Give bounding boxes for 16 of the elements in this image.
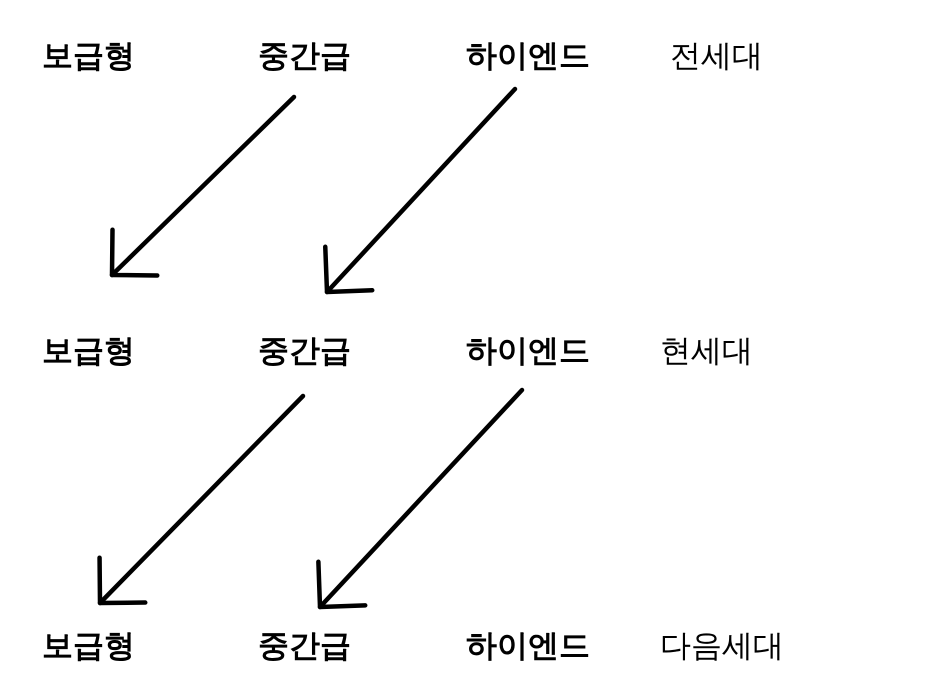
tier-label: 하이엔드 — [466, 333, 590, 370]
tier-label: 보급형 — [42, 628, 135, 665]
tier-label: 중간급 — [258, 628, 351, 665]
arrow — [97, 394, 306, 606]
tier-label: 보급형 — [42, 38, 135, 75]
generation-label: 다음세대 — [660, 628, 784, 665]
generation-label: 전세대 — [670, 38, 763, 75]
tier-label: 중간급 — [258, 38, 351, 75]
arrow — [323, 86, 518, 294]
tier-label: 하이엔드 — [466, 38, 590, 75]
arrow — [316, 388, 524, 610]
tier-label: 중간급 — [258, 333, 351, 370]
tier-label: 하이엔드 — [466, 628, 590, 665]
arrow — [110, 94, 296, 278]
generation-label: 현세대 — [660, 333, 753, 370]
tier-label: 보급형 — [42, 333, 135, 370]
